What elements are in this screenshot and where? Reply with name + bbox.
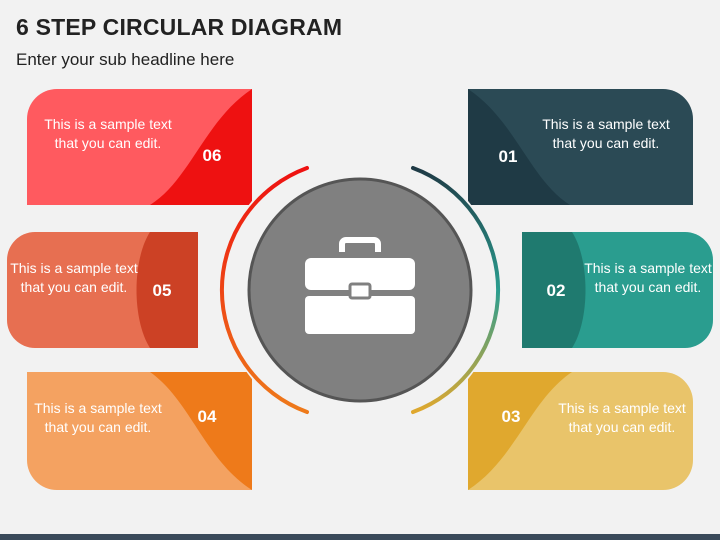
- step-03-card: [468, 372, 693, 490]
- step-05-accent: [136, 232, 198, 348]
- step-05-text: This is a sample text that you can edit.: [10, 260, 138, 295]
- step-03-number: 03: [501, 407, 521, 426]
- step-05-number: 05: [152, 281, 172, 300]
- step-02-text: This is a sample text that you can edit.: [584, 260, 712, 295]
- briefcase-icon: [305, 237, 415, 334]
- step-01-text: This is a sample text that you can edit.: [542, 116, 670, 151]
- step-02-accent: [522, 232, 586, 348]
- step-05-card: [7, 232, 198, 348]
- step-02-number: 02: [546, 281, 566, 300]
- step-02-card: [522, 232, 713, 348]
- step-06-card: [27, 89, 252, 205]
- step-01-card: [468, 89, 693, 205]
- step-03-accent: [468, 372, 572, 490]
- step-06-text: This is a sample text that you can edit.: [44, 116, 172, 151]
- step-06-number: 06: [202, 146, 222, 165]
- page-subtitle: Enter your sub headline here: [16, 50, 235, 69]
- step-04-number: 04: [197, 407, 217, 426]
- step-04-card: [27, 372, 252, 490]
- bottom-bar: [0, 534, 720, 540]
- step-04-text: This is a sample text that you can edit.: [34, 400, 162, 435]
- step-06-accent: [150, 89, 252, 205]
- left-arc: [219, 166, 309, 414]
- step-01-accent: [468, 89, 570, 205]
- page-title: 6 STEP CIRCULAR DIAGRAM: [16, 14, 343, 40]
- right-arc: [411, 166, 501, 414]
- step-04-accent: [150, 372, 252, 490]
- step-01-number: 01: [498, 147, 518, 166]
- step-03-text: This is a sample text that you can edit.: [558, 400, 686, 435]
